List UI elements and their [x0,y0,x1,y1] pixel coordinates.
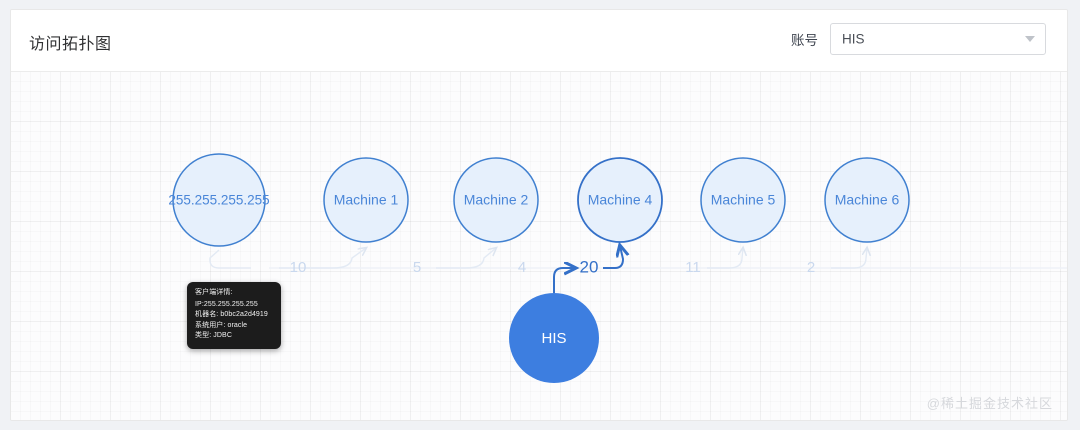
edge-label: 5 [413,259,421,276]
account-filter: 账号 HIS [791,23,1046,55]
edge-his-to-ipnode [209,249,251,269]
node-label: Machine 1 [334,192,399,208]
node-machine-6[interactable]: Machine 6 [824,157,910,243]
edge-label: 11 [685,259,701,276]
node-circle[interactable] [509,293,599,383]
node-label: Machine 4 [588,192,653,208]
node-his-center[interactable]: HIS [509,293,599,383]
watermark: @稀土掘金技术社区 [926,396,1053,411]
edge-group-active [553,246,623,293]
edge-label-active: 20 [580,257,599,276]
node-group: 255.255.255.255 Machine 1 Machine 2 Mach… [168,153,910,383]
tooltip-line-osuser: 系统用户: oracle [195,321,248,329]
node-machine-4[interactable]: Machine 4 [577,157,663,243]
graph-canvas[interactable]: 10 5 4 20 11 2 255.255.255.255 Machine [11,72,1067,420]
edge-label: 10 [290,259,307,276]
node-label: Machine 6 [835,192,900,208]
node-circle[interactable] [172,153,266,247]
chevron-down-icon [1025,36,1035,42]
node-label: 255.255.255.255 [168,193,269,208]
account-select-value: HIS [842,31,865,47]
tooltip-title: 客户端详情: [195,289,233,296]
edge-active-up-to-machine4 [603,246,623,269]
edge-active-down-to-his [553,268,575,293]
account-label: 账号 [791,33,818,48]
edge-his-to-machine2 [436,248,496,269]
node-circle[interactable] [700,157,786,243]
node-machine-1[interactable]: Machine 1 [323,157,409,243]
node-circle[interactable] [323,157,409,243]
node-label: HIS [541,330,566,347]
client-detail-tooltip: 客户端详情: IP:255.255.255.255 机器名: b0bc2a2d4… [187,282,281,349]
node-circle[interactable] [453,157,539,243]
node-label: Machine 5 [711,192,776,208]
edge-his-to-machine1 [279,248,366,269]
account-select[interactable]: HIS [830,23,1046,55]
page-title: 访问拓扑图 [29,36,112,53]
node-machine-2[interactable]: Machine 2 [453,157,539,243]
edge-labels: 10 5 4 20 11 2 [290,257,816,276]
node-circle[interactable] [577,157,663,243]
node-circle[interactable] [824,157,910,243]
node-machine-5[interactable]: Machine 5 [700,157,786,243]
edge-his-to-machine6 [831,248,867,269]
tooltip-line-hostname: 机器名: b0bc2a2d4919 [195,311,268,318]
edge-his-to-machine5 [707,248,743,269]
topology-graph: 10 5 4 20 11 2 255.255.255.255 Machine [168,153,1067,383]
node-label: Machine 2 [464,192,529,208]
node-ip-255[interactable]: 255.255.255.255 [168,153,270,247]
edge-label: 2 [807,259,815,276]
edge-group-idle [209,248,1067,269]
tooltip-line-ip: IP:255.255.255.255 [195,300,258,308]
tooltip-line-type: 类型: JDBC [195,332,232,339]
topology-card: 访问拓扑图 账号 HIS [10,9,1068,421]
edge-label: 4 [518,259,526,276]
card-header: 访问拓扑图 账号 HIS [11,10,1067,72]
